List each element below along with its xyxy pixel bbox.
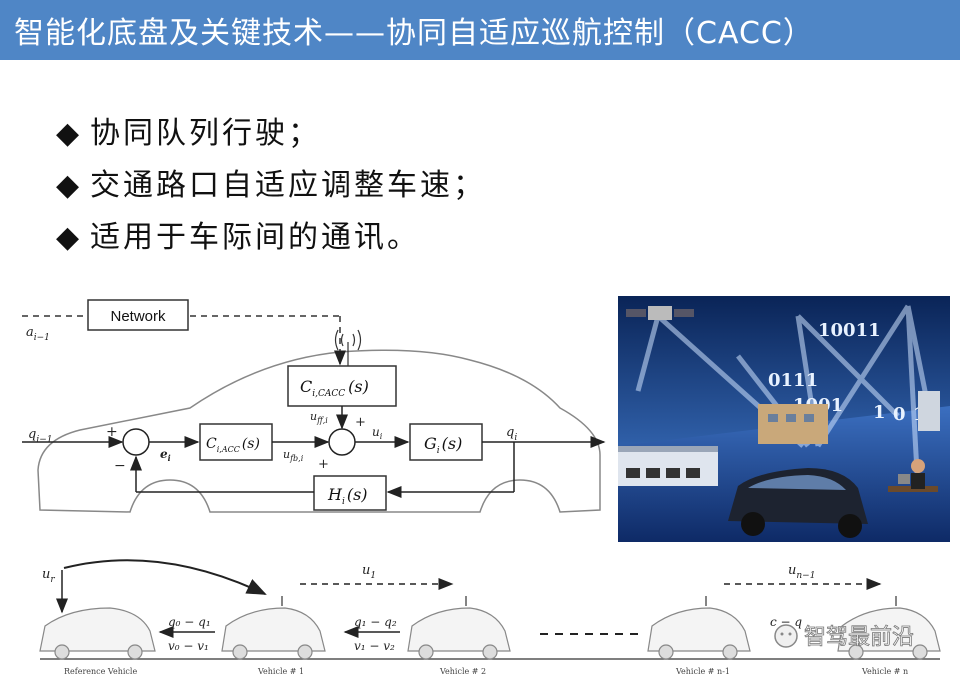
ur-label: ur [42, 567, 55, 585]
gap1-top: q₀ − q₁ [168, 615, 211, 629]
title-bar: 智能化底盘及关键技术——协同自适应巡航控制（CACC） [0, 0, 960, 60]
plus-sign-1: + [106, 424, 118, 440]
vehicle-1 [221, 596, 326, 660]
network-block [87, 299, 189, 331]
vehicle-label: Vehicle # n [861, 667, 908, 676]
vehicle-label: Vehicle # 1 [257, 667, 304, 676]
vehicle-dynamics-block [409, 423, 483, 461]
acc-controller-label: Ci,ACC(s) [206, 436, 260, 454]
diamond-bullet-icon: ◆ [56, 220, 83, 255]
q-output-label: qi [506, 425, 517, 443]
network-label: Network [110, 308, 166, 325]
un-hat-label: un−1 [788, 563, 815, 581]
parking-garage-icon [618, 446, 718, 486]
gap1-bottom: v₀ − v₁ [168, 639, 209, 653]
watermark-text: 智驾最前沿 [804, 625, 914, 650]
spacing-policy-block [313, 475, 387, 511]
gap2-top: q₁ − q₂ [354, 615, 397, 629]
diamond-bullet-icon: ◆ [56, 116, 83, 151]
server-tower-icon [918, 391, 940, 431]
wechat-icon [774, 624, 798, 648]
ufb-label: ufb,i [283, 448, 304, 463]
gapn-top: c − q [770, 615, 802, 629]
operator-icon [888, 459, 938, 492]
vehicle-label: Vehicle # 2 [439, 667, 486, 676]
plus-sign-fb: + [318, 457, 329, 472]
bullet-item: ◆交通路口自适应调整车速； [56, 160, 486, 204]
building-icon [758, 404, 828, 444]
u1-hat-label: u1 [362, 563, 376, 581]
car-icon [728, 468, 868, 538]
minus-sign-1: − [114, 458, 126, 474]
svg-text:1: 1 [873, 402, 886, 423]
gap2-bottom: v₁ − v₂ [354, 639, 395, 653]
bullet-list: ◆协同队列行驶； ◆交通路口自适应调整车速； ◆适用于车际间的通讯。 [56, 108, 486, 264]
svg-text:10011: 10011 [818, 320, 881, 341]
vehicle-n [837, 596, 941, 660]
satellite-icon [626, 306, 694, 320]
vehicle-2 [407, 596, 511, 660]
cacc-controller-label: Ci,CACC(s) [300, 377, 369, 399]
page-title: 智能化底盘及关键技术——协同自适应巡航控制（CACC） [14, 16, 814, 51]
vehicle-label: Reference Vehicle [64, 667, 137, 676]
bullet-text: 适用于车际间的通讯。 [90, 220, 420, 255]
svg-text:0111: 0111 [768, 370, 818, 391]
bullet-item: ◆适用于车际间的通讯。 [56, 212, 486, 256]
v2x-scene: 10011 0111 1001 1 0 1 [618, 296, 950, 542]
cacc-block-diagram: Network ai−1 Ci,CACC(s) uff,i + qi−1 + −… [22, 299, 606, 513]
summing-junction-1 [122, 428, 150, 456]
diamond-bullet-icon: ◆ [56, 168, 83, 203]
antenna-icon [334, 329, 362, 366]
acc-controller-block [199, 423, 273, 461]
watermark: 智驾最前沿 [774, 624, 914, 650]
error-label: ei [160, 447, 171, 463]
uff-label: uff,i [310, 410, 328, 425]
svg-text:0: 0 [893, 404, 906, 425]
bullet-text: 协同队列行驶； [90, 116, 321, 151]
car-outline [37, 349, 601, 513]
summing-junction-2 [328, 428, 356, 456]
vehicle-dynamics-label: Gi(s) [424, 434, 462, 456]
vehicle-platoon-diagram: ur u1 un−1 q₀ − q₁ v₀ − v₁ q₁ − q₂ v₁ − … [39, 559, 941, 676]
ui-label: ui [372, 425, 383, 441]
reference-vehicle [39, 607, 156, 660]
spacing-policy-label: Hi(s) [327, 485, 368, 507]
bullet-text: 交通路口自适应调整车速； [90, 168, 486, 203]
v2x-communication-illustration: 10011 0111 1001 1 0 1 [618, 296, 950, 542]
vehicle-label: Vehicle # n-1 [675, 667, 730, 676]
plus-sign-ff: + [355, 415, 366, 430]
q-input-label: qi−1 [28, 427, 52, 445]
cacc-controller-block [287, 365, 397, 407]
bullet-item: ◆协同队列行驶； [56, 108, 486, 152]
vehicle-n-1 [647, 596, 751, 660]
a-input-label: ai−1 [26, 325, 50, 343]
